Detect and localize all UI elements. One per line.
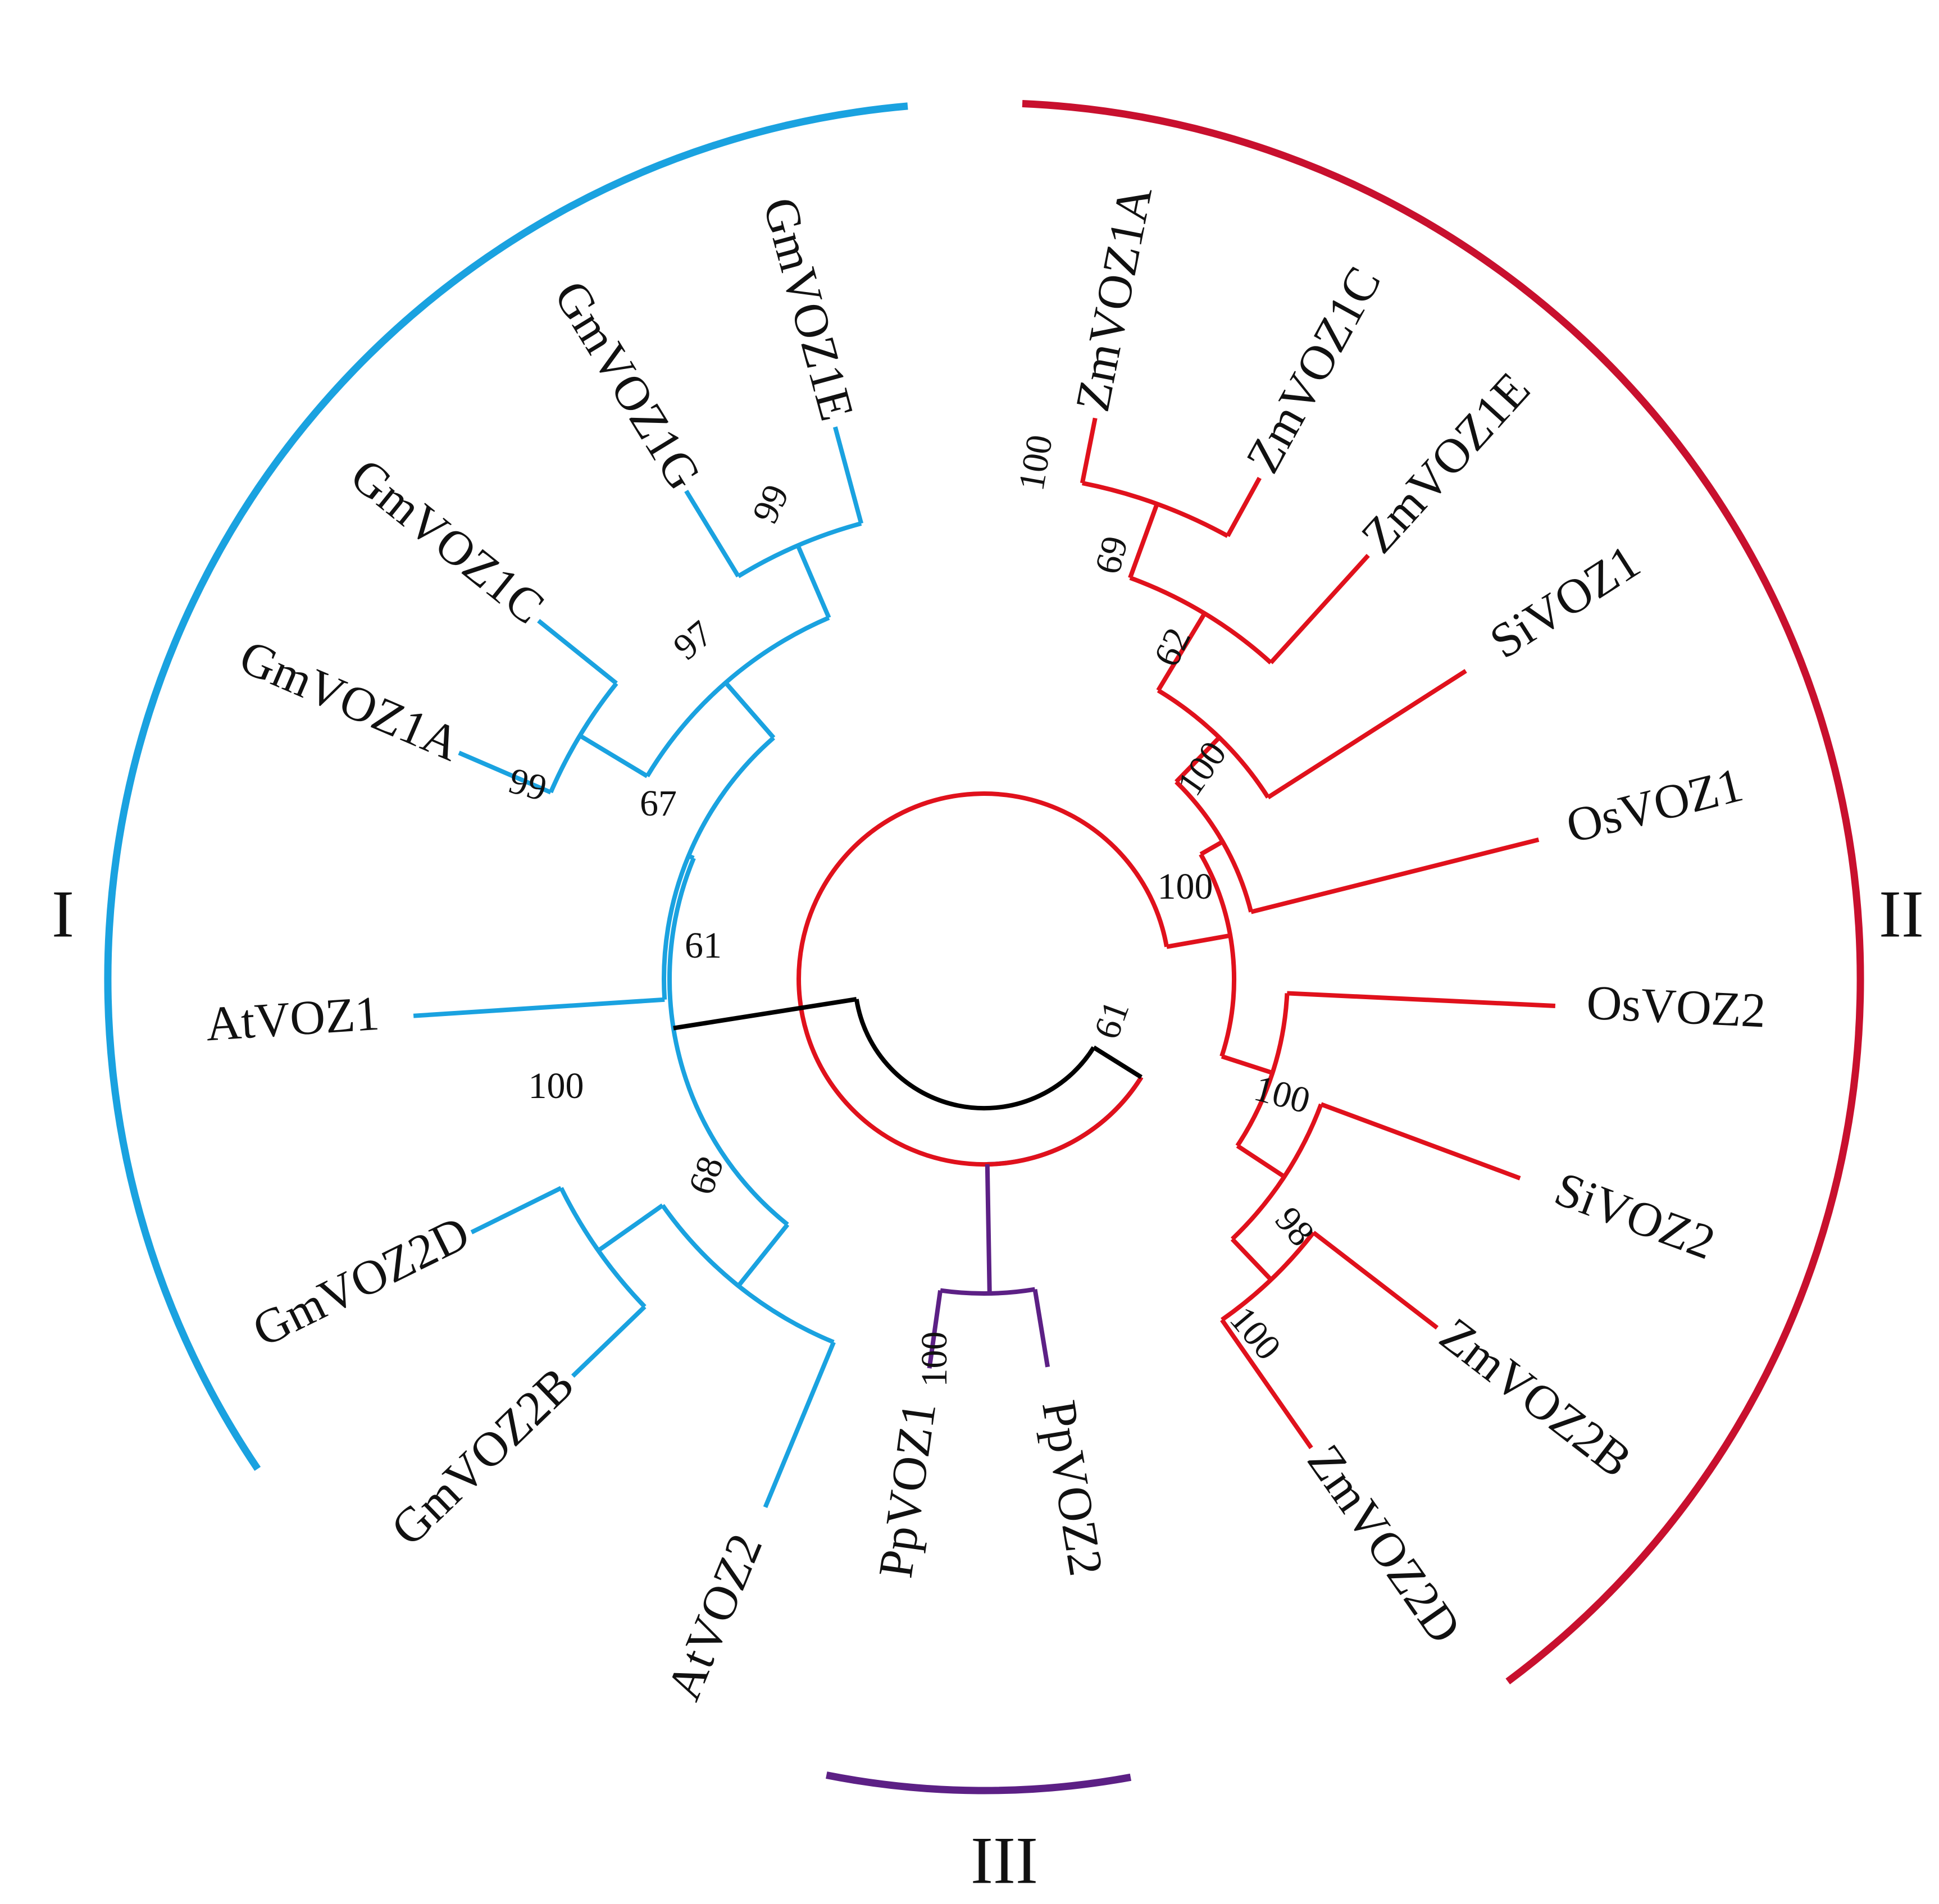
branch-L14 <box>1250 837 1540 914</box>
branch-L17 <box>1312 1231 1439 1330</box>
bootstrap-zm2b_2d: 100 <box>1222 1299 1289 1368</box>
branch-zm1ac <box>1128 503 1159 579</box>
tree-branches <box>413 417 1556 1509</box>
cIII-arc <box>987 1076 1144 1167</box>
branch-cII <box>1166 933 1231 949</box>
leaf-label: PpVOZ1 <box>868 1399 946 1581</box>
branch-L9 <box>1032 1288 1050 1368</box>
branch-L10 <box>1080 417 1098 484</box>
branch-L1 <box>684 490 740 578</box>
branch-L18 <box>1220 1318 1313 1450</box>
bootstrap-pp: 100 <box>914 1332 955 1387</box>
branch-voz2 <box>1221 1054 1273 1076</box>
cIII-arc-red <box>796 791 1169 1167</box>
branch-L16 <box>1320 1102 1521 1181</box>
branch-L0 <box>832 426 864 525</box>
clade-I-arc <box>104 102 908 1471</box>
branch-L2 <box>537 618 618 685</box>
branch-L11 <box>1226 476 1262 538</box>
bootstrap-clade_I: 61 <box>685 925 722 966</box>
branch-L5 <box>470 1186 562 1235</box>
bootstrap-si2_zm2: 98 <box>1267 1199 1322 1254</box>
leaf-label: SiVOZ2 <box>1548 1161 1722 1270</box>
bootstrap-zm1a_1c: 100 <box>1011 432 1060 494</box>
branch-L7 <box>763 1341 836 1509</box>
branch-gm2 <box>597 1203 664 1252</box>
clade-label-II: II <box>1879 877 1924 951</box>
branch-L8 <box>927 1290 943 1369</box>
bootstrap-clade_II_III: 61 <box>1086 995 1137 1044</box>
leaf-label: GmVOZ1G <box>544 271 712 499</box>
bootstrap-gm1c_1a: 99 <box>504 760 551 809</box>
branch-gm1 <box>723 681 776 740</box>
gm1-arc <box>645 616 830 777</box>
leaf-label: ZmVOZ1C <box>1235 258 1391 481</box>
bootstrap-os2_si2_zm2: 100 <box>1250 1068 1314 1122</box>
bootstrap-gm2d_2b: 100 <box>529 1065 584 1106</box>
branch-gm2at <box>736 1223 790 1287</box>
gm2at-arc <box>661 1204 835 1345</box>
bootstrap-zm_si1: 62 <box>1146 622 1199 673</box>
leaf-label: SiVOZ1 <box>1480 534 1649 669</box>
branch-L15 <box>1287 991 1556 1008</box>
branch-L13 <box>1267 669 1467 800</box>
leaf-label: OsVOZ2 <box>1585 975 1767 1038</box>
clade-II-arc <box>1022 100 1864 1685</box>
zm1ac-arc <box>1082 481 1229 538</box>
branch-zm2 <box>1230 1237 1273 1282</box>
branch-zmsi <box>1175 736 1221 784</box>
branch-cI <box>673 997 857 1031</box>
clade-arcs <box>104 100 1864 1794</box>
branch-zm1ace <box>1156 612 1207 692</box>
leaf-label: GmVOZ2D <box>244 1205 478 1357</box>
branch-voz1 <box>1199 840 1224 857</box>
leaf-label: GmVOZ1E <box>753 192 864 426</box>
clade-III-arc <box>826 1771 1132 1794</box>
root-arc <box>854 999 1096 1111</box>
branch-cIII <box>1092 1045 1143 1079</box>
leaf-label: GmVOZ1A <box>232 629 468 772</box>
leaf-label: PpVOZ2 <box>1032 1396 1114 1579</box>
zmsi-arc <box>1157 688 1270 799</box>
leaf-label: GmVOZ1C <box>341 447 555 634</box>
clade-label-I: I <box>52 877 74 951</box>
clade-label-III: III <box>971 1823 1038 1898</box>
leaf-label: ZmVOZ2B <box>1430 1307 1642 1488</box>
leaf-label: GmVOZ2B <box>380 1356 584 1556</box>
leaf-label: OsVOZ1 <box>1561 757 1748 853</box>
si2zm2-arc <box>1231 1103 1323 1241</box>
branch-pp <box>985 1164 992 1293</box>
bootstrap-zm1ac_1e: 69 <box>1087 532 1136 579</box>
branch-gm1eg <box>795 544 831 619</box>
bootstrap-gm1e_1g: 99 <box>744 479 797 530</box>
branch-L12 <box>1269 554 1370 664</box>
branch-si2zm2 <box>1236 1144 1286 1179</box>
leaf-label: ZmVOZ1A <box>1064 181 1162 416</box>
cII-arc <box>1199 853 1236 1058</box>
bootstrap-clade_II: 100 <box>1158 866 1213 907</box>
leaf-label: AtVOZ1 <box>204 986 381 1051</box>
cI-arc <box>667 857 789 1227</box>
leaf-label: ZmVOZ1E <box>1350 362 1540 563</box>
branch-L3 <box>458 750 552 795</box>
bootstrap-gm1_atvoz1: 67 <box>640 783 677 824</box>
branch-L4 <box>413 997 665 1018</box>
bootstrap-values: 9999976710068611001006962100100981001006… <box>504 432 1322 1387</box>
leaf-label: ZmVOZ2D <box>1297 1435 1472 1653</box>
leaf-label: AtVOZ2 <box>656 1526 772 1707</box>
bootstrap-gm1eg_1ca: 97 <box>666 613 720 668</box>
branch-gm1at <box>688 854 695 860</box>
branch-L6 <box>571 1305 647 1378</box>
branch-gm1ca <box>579 734 649 778</box>
